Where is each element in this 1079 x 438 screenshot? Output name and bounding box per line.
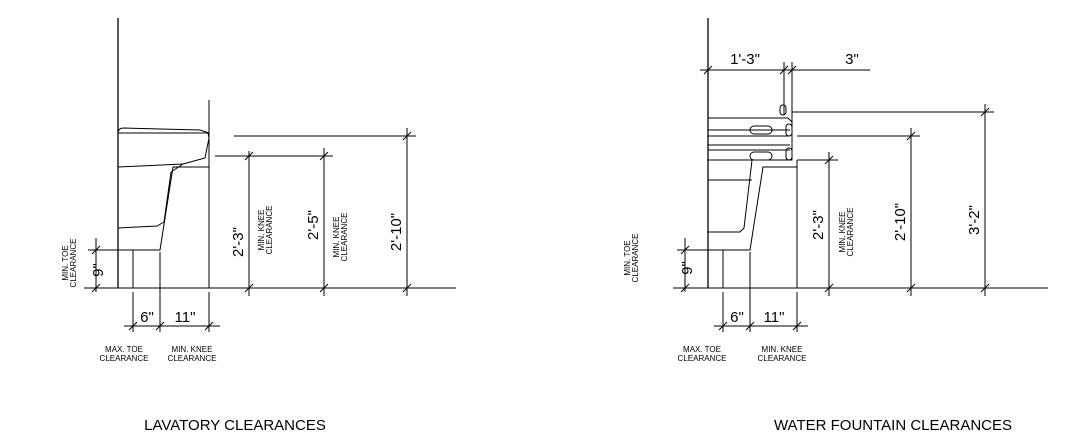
ftn-max-toe-1: MAX. TOE — [683, 345, 721, 354]
lav-knee-2-3-label: 2'-3" — [230, 227, 247, 257]
ftn-toe-depth-label: 6" — [730, 309, 744, 326]
ftn-spout-2-10-label: 2'-10" — [892, 203, 909, 241]
lavatory-caption: LAVATORY CLEARANCES — [144, 417, 326, 434]
lav-min-toe-label-1: MIN. TOE — [61, 245, 70, 280]
ftn-knee-depth-label: 11" — [764, 309, 785, 326]
ftn-min-toe-label-2: CLEARANCE — [631, 234, 640, 283]
lav-min-knee-b2: CLEARANCE — [340, 213, 349, 262]
ftn-min-knee-c1: MIN. KNEE — [762, 345, 803, 354]
lav-min-knee-a2: CLEARANCE — [265, 206, 274, 255]
lav-max-toe-2: CLEARANCE — [100, 354, 149, 363]
fountain-caption: WATER FOUNTAIN CLEARANCES — [774, 417, 1012, 434]
lav-knee-depth-label: 11" — [175, 309, 196, 326]
lav-basin-top — [117, 127, 210, 134]
ftn-depth-3-label: 3" — [845, 51, 859, 68]
ftn-unit-body — [708, 117, 793, 161]
lav-toe-height-label: 9" — [90, 263, 107, 277]
ftn-clearance-hatch — [722, 166, 798, 289]
ftn-button-lower — [749, 151, 773, 161]
lav-toe-depth-label: 6" — [140, 309, 154, 326]
ftn-max-toe-2: CLEARANCE — [678, 354, 727, 363]
ftn-toe-height-label: 9" — [679, 261, 696, 275]
lavatory-diagram: 9" MIN. TOE CLEARANCE 2'-3" MIN. KNEE CL… — [61, 18, 456, 434]
ftn-spout-upper — [779, 104, 787, 116]
fountain-diagram: 1'-3" 3" 9" MIN. TOE CLEARANCE 2'-3" MIN… — [623, 18, 1048, 434]
ftn-top-3-2-label: 3'-2" — [966, 205, 983, 235]
lav-min-knee-a1: MIN. KNEE — [257, 210, 266, 251]
ftn-depth-1-3-label: 1'-3" — [730, 51, 760, 68]
ftn-skirt — [708, 159, 753, 233]
lav-basin-rim — [117, 163, 184, 168]
ftn-min-knee-a2: CLEARANCE — [846, 208, 855, 257]
lav-min-knee-c2: CLEARANCE — [168, 354, 217, 363]
ftn-min-knee-c2: CLEARANCE — [758, 354, 807, 363]
lav-clearance-hatch — [132, 166, 210, 289]
ftn-min-knee-a1: MIN. KNEE — [838, 212, 847, 253]
ftn-button-upper — [749, 125, 773, 135]
lav-min-knee-c1: MIN. KNEE — [172, 345, 213, 354]
ftn-knee-2-3-label: 2'-3" — [810, 210, 827, 240]
lav-top-2-10-label: 2'-10" — [388, 213, 405, 251]
lav-min-toe-label-2: CLEARANCE — [69, 239, 78, 288]
lav-knee-2-5-label: 2'-5" — [305, 210, 322, 240]
lav-max-toe-1: MAX. TOE — [105, 345, 143, 354]
lav-min-knee-b1: MIN. KNEE — [332, 217, 341, 258]
lav-basin — [117, 132, 210, 229]
ftn-min-toe-label-1: MIN. TOE — [623, 240, 632, 275]
